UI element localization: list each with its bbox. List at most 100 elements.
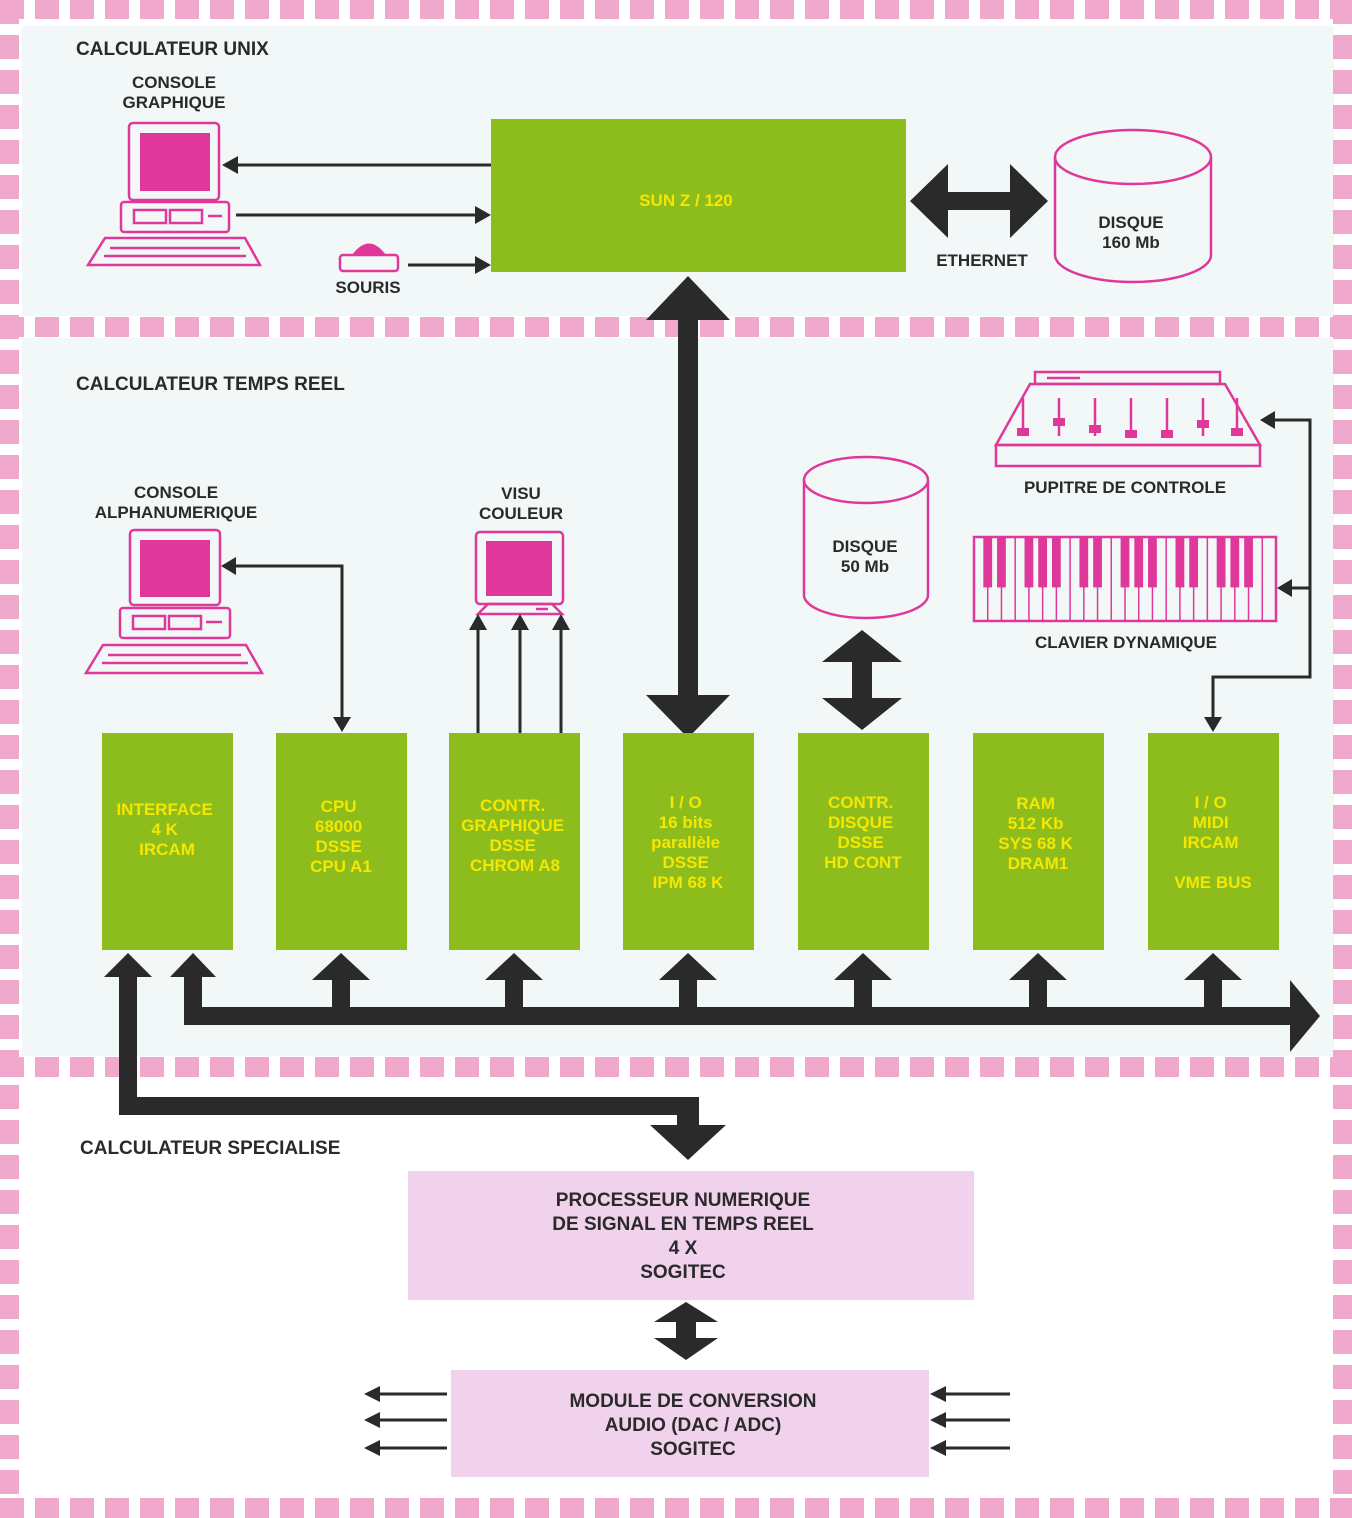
- alphanumeric-console-label-2: ALPHANUMERIQUE: [95, 503, 257, 522]
- board-io-midi-text: I / O MIDI IRCAM VME BUS: [1174, 793, 1251, 892]
- color-monitor-label-1: VISU: [501, 484, 541, 503]
- processor-converter-arrow: [654, 1302, 718, 1360]
- section-title-realtime: CALCULATEUR TEMPS REEL: [76, 374, 345, 395]
- board-line: parallèle: [651, 833, 720, 852]
- color-monitor-icon: [474, 530, 566, 616]
- board-line: DSSE: [837, 833, 883, 852]
- keyboard-black-key: [1134, 537, 1144, 588]
- processor-label-2: DE SIGNAL EN TEMPS REEL: [552, 1214, 814, 1235]
- board-line: SYS 68 K: [998, 834, 1073, 853]
- board-io-midi: [1148, 733, 1279, 950]
- converter-label-1: MODULE DE CONVERSION: [569, 1391, 816, 1412]
- board-disk-controller: [798, 733, 929, 950]
- sun-workstation-label: SUN Z / 120: [639, 191, 733, 210]
- console-links: [222, 156, 491, 274]
- keyboard-black-key: [983, 537, 993, 588]
- keyboard-black-key: [1024, 537, 1034, 588]
- keyboard-black-key: [997, 537, 1006, 588]
- audio-output-arrows: [364, 1386, 447, 1456]
- board-line: 68000: [315, 817, 362, 836]
- board-ram: [973, 733, 1104, 950]
- graphics-console-icon: [85, 121, 263, 267]
- board-cpu: [276, 733, 407, 950]
- board-io-parallel: [623, 733, 754, 950]
- keyboard-black-key: [1148, 537, 1157, 588]
- disk-50-label-1: DISQUE: [832, 537, 897, 556]
- mouse-icon: [338, 243, 400, 273]
- section-title-unix: CALCULATEUR UNIX: [76, 39, 269, 60]
- board-disk-text: CONTR. DISQUE DSSE HD CONT: [824, 793, 902, 872]
- keyboard-black-key: [1079, 537, 1089, 588]
- board-line: 4 K: [151, 820, 178, 839]
- section-title-specialized: CALCULATEUR SPECIALISE: [80, 1138, 340, 1159]
- color-monitor-label-2: COULEUR: [479, 504, 563, 523]
- audio-input-arrows: [930, 1386, 1010, 1456]
- control-desk-label: PUPITRE DE CONTROLE: [1024, 478, 1226, 497]
- disk-160-icon: [1053, 128, 1213, 284]
- board-line: RAM: [1016, 794, 1055, 813]
- vme-bus: [170, 953, 1320, 1052]
- keyboard-black-key: [1093, 537, 1102, 588]
- board-line: I / O: [1195, 793, 1227, 812]
- keyboard-label: CLAVIER DYNAMIQUE: [1035, 633, 1217, 652]
- board-line: VME BUS: [1174, 873, 1251, 892]
- board-line: 16 bits: [659, 813, 713, 832]
- keyboard-black-key: [1216, 537, 1226, 588]
- control-desk-icon: [993, 370, 1263, 468]
- keyboard-icon: [972, 535, 1278, 623]
- keyboard-black-key: [1051, 537, 1061, 588]
- converter-box: [451, 1370, 929, 1477]
- board-line: CONTR.: [480, 796, 545, 815]
- board-line: DSSE: [662, 853, 708, 872]
- board-interface-text: INTERFACE 4 K IRCAM: [116, 800, 217, 859]
- board-line: DSSE: [489, 836, 535, 855]
- control-desk-faders: [1017, 418, 1243, 438]
- disk-50-label-2: 50 Mb: [841, 557, 889, 576]
- board-ram-text: RAM 512 Kb SYS 68 K DRAM1: [998, 794, 1077, 873]
- cpu-console-link: [221, 557, 351, 732]
- keyboard-black-key: [1175, 537, 1185, 588]
- disk-controller-arrow: [822, 630, 902, 730]
- graphics-monitor-links: [469, 614, 570, 733]
- board-graphics-text: CONTR. GRAPHIQUE DSSE CHROM A8: [461, 796, 569, 875]
- processor-label-3: 4 X: [669, 1238, 698, 1259]
- keyboard-black-key: [1038, 537, 1048, 588]
- graphics-console-label-2: GRAPHIQUE: [123, 93, 226, 112]
- board-line: IPM 68 K: [653, 873, 725, 892]
- board-line: DSSE: [315, 837, 361, 856]
- keyboard-black-key: [1244, 537, 1253, 588]
- board-cpu-text: CPU 68000 DSSE CPU A1: [310, 797, 372, 876]
- board-interface: [102, 733, 233, 950]
- board-line: CHROM A8: [470, 856, 560, 875]
- disk-160-label-2: 160 Mb: [1102, 233, 1160, 252]
- boards: [102, 733, 1279, 950]
- board-io-parallel-text: I / O 16 bits parallèle DSSE IPM 68 K: [651, 793, 725, 892]
- processor-label-1: PROCESSEUR NUMERIQUE: [556, 1190, 810, 1211]
- board-line: CPU: [321, 797, 357, 816]
- converter-label-2: AUDIO (DAC / ADC): [605, 1415, 782, 1436]
- board-line: IRCAM: [139, 840, 195, 859]
- board-line: CPU A1: [310, 857, 372, 876]
- sun-workstation-box: [491, 119, 906, 272]
- board-line: DISQUE: [828, 813, 893, 832]
- alphanumeric-console-label-1: CONSOLE: [134, 483, 218, 502]
- graphics-console-label-1: CONSOLE: [132, 73, 216, 92]
- ethernet-label: ETHERNET: [936, 251, 1028, 270]
- board-line: CONTR.: [828, 793, 893, 812]
- mouse-label: SOURIS: [335, 278, 400, 297]
- board-line: GRAPHIQUE: [461, 816, 564, 835]
- midi-links: [1204, 411, 1312, 732]
- interface-processor-link: [104, 953, 726, 1160]
- board-line: 512 Kb: [1008, 814, 1064, 833]
- keyboard-black-key: [1230, 537, 1240, 588]
- ethernet-arrow: [910, 164, 1048, 238]
- disk-50-icon: [802, 455, 930, 620]
- board-texts: INTERFACE 4 K IRCAM CPU 68000 DSSE CPU A…: [116, 793, 1251, 892]
- board-line: HD CONT: [824, 853, 902, 872]
- board-line: MIDI: [1193, 813, 1229, 832]
- board-line: IRCAM: [1183, 833, 1239, 852]
- board-line: DRAM1: [1008, 854, 1068, 873]
